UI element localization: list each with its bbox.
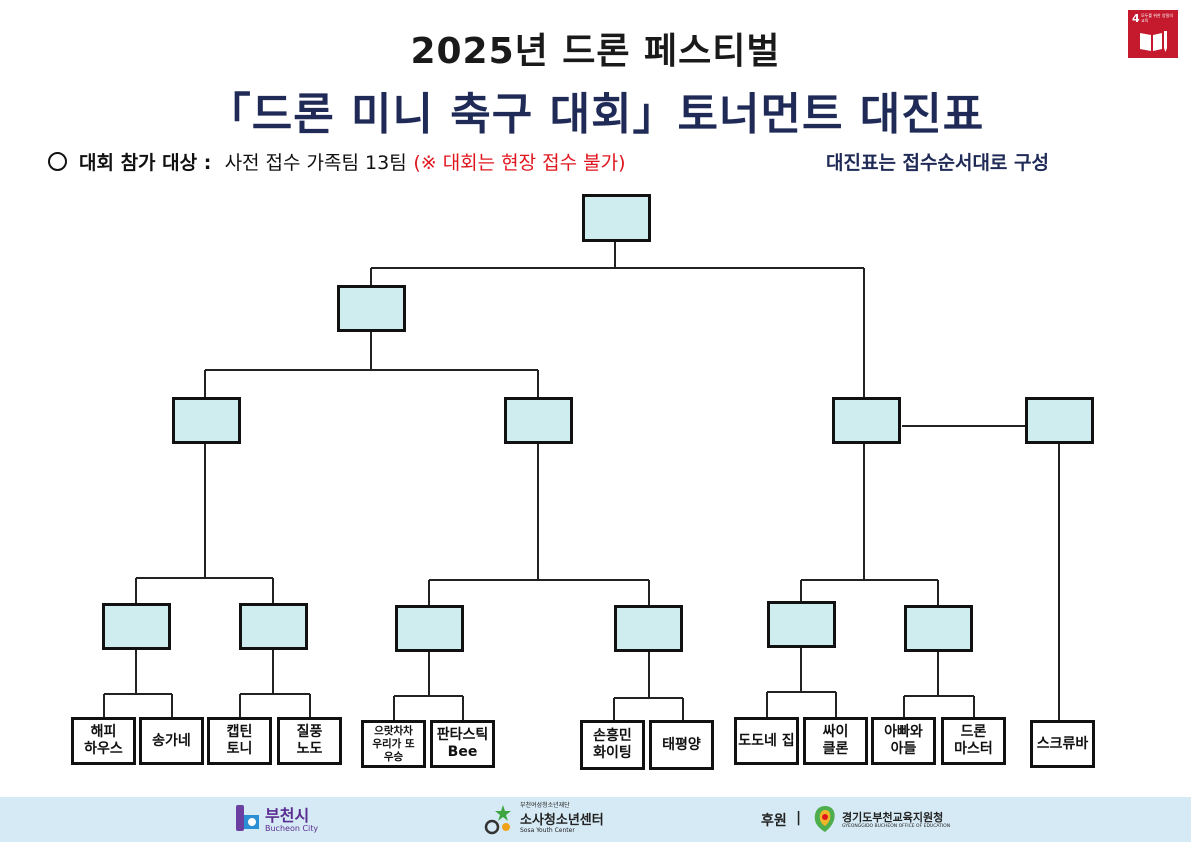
team-box: 태평양	[649, 720, 714, 770]
team-box: 해피 하우스	[71, 717, 136, 765]
title-line-2: 「드론 미니 축구 대회」토너먼트 대진표	[206, 89, 985, 140]
final-winner-box	[582, 194, 651, 242]
semifinal-slot-1	[172, 397, 241, 444]
team-box: 캡틴 토니	[207, 717, 272, 765]
quarterfinal-slot-4	[614, 605, 683, 652]
education-office-name: 경기도부천교육지원청	[842, 811, 944, 824]
info-label: 대회 참가 대상 :	[79, 152, 212, 174]
team-box: 스크류바	[1030, 720, 1095, 768]
team-box: 싸이 클론	[803, 717, 868, 765]
bucheon-sub: Bucheon City	[265, 824, 319, 833]
team-box: 으랏차차 우리가 또 우승	[361, 720, 426, 768]
info-line: 대회 참가 대상 : 사전 접수 가족팀 13팀 (※ 대회는 현장 접수 불가…	[48, 148, 626, 175]
semifinal-slot-4	[1025, 397, 1094, 444]
youth-center-sub: Sosa Youth Center	[520, 827, 575, 834]
book-pencil-icon	[1140, 31, 1167, 52]
youth-center-name: 소사청소년센터	[520, 813, 604, 828]
team-box: 드론 마스터	[941, 717, 1006, 765]
quarterfinal-slot-6	[904, 605, 973, 652]
youth-center-logo-icon	[484, 805, 511, 835]
sponsor-divider: |	[796, 810, 802, 826]
bracket-order-note: 대진표는 접수순서대로 구성	[826, 152, 1049, 174]
semifinal-slot-3	[832, 397, 901, 444]
team-box: 도도네 집	[734, 717, 799, 765]
info-text: 사전 접수 가족팀 13팀	[224, 152, 407, 174]
sdg-number: 4	[1132, 12, 1140, 25]
quarterfinal-slot-2	[239, 603, 308, 650]
semifinal-slot-2	[504, 397, 573, 444]
education-office-logo-icon	[814, 806, 835, 832]
quarterfinal-slot-3	[395, 605, 464, 652]
footer-bar: 부천시 Bucheon City 부천여성청소년재단 소사청소년센터 Sosa …	[0, 797, 1191, 842]
team-box: 송가네	[139, 717, 204, 765]
bucheon-name: 부천시	[265, 806, 310, 825]
bucheon-logo-icon	[236, 805, 259, 831]
info-note-red: (※ 대회는 현장 접수 불가)	[413, 152, 626, 174]
youth-center-org: 부천여성청소년재단	[520, 802, 570, 809]
team-box: 판타스틱 Bee	[430, 720, 495, 768]
team-box: 질풍 노도	[277, 717, 342, 765]
sdg-badge: 4 모두를 위한 양질의 교육	[1128, 10, 1178, 58]
education-office-sub: GYEONGGIDO BUCHEON OFFICE OF EDUCATION	[842, 824, 951, 829]
final-slot-left	[337, 285, 406, 332]
sponsor-label: 후원	[761, 813, 787, 829]
team-box: 아빠와 아들	[871, 717, 936, 765]
sdg-text: 모두를 위한 양질의 교육	[1141, 13, 1173, 23]
team-box: 손흥민 화이팅	[580, 720, 645, 770]
quarterfinal-slot-5	[767, 601, 836, 648]
quarterfinal-slot-1	[102, 603, 171, 650]
bullet-circle-icon	[48, 152, 67, 171]
title-line-1: 2025년 드론 페스티벌	[410, 31, 781, 72]
